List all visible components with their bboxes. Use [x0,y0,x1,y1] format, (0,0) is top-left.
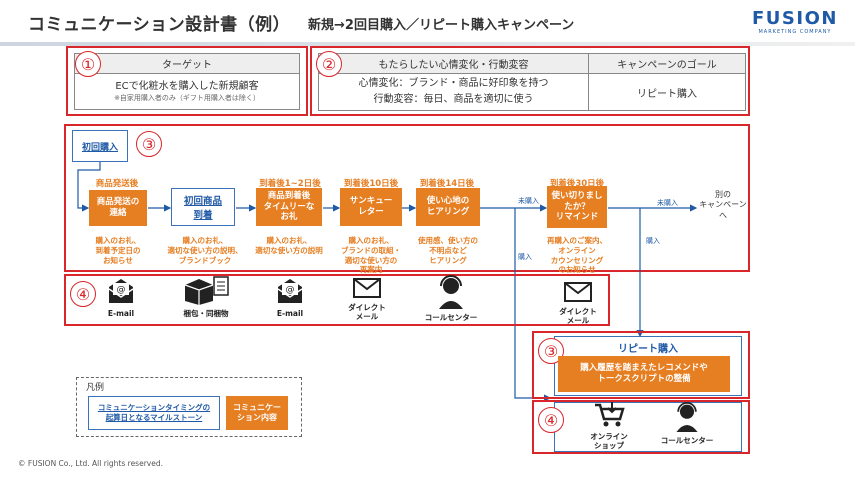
step-6-note: 再購入のご案内、 オンライン カウンセリング のお知らせ [547,236,607,275]
number-badge-2: ② [316,51,342,77]
footer-copyright: © FUSION Co., Ltd. All rights reserved. [18,459,163,468]
repeat-channel-shop: オンライン ショップ [584,402,634,450]
step-2-milestone: 初回商品 到着 [171,188,235,226]
channel-email-1: @ E-mail [103,277,139,318]
legend [76,377,302,437]
repeat-title: リピート購入 [618,344,678,355]
step-1-label: 商品発送後 [95,179,139,189]
number-badge-3b: ③ [538,338,564,364]
legend-content: コミュニケー ション内容 [226,396,288,430]
step-6-box: 使い切りまし たか？ リマインド [547,186,607,228]
page-subtitle: 新規→2回目購入／リピート購入キャンペーン [308,18,575,33]
goal-value: リピート購入 [588,73,746,111]
legend-milestone: コミュニケーションタイミングの 起算日となるマイルストーン [88,396,220,430]
repeat-content-box: 購入履歴を踏まえたレコメンドや トークスクリプトの整備 [558,356,730,392]
cart-icon [595,402,625,427]
purchased-label-1: 購入 [518,253,532,261]
target-header: ターゲット [74,53,300,74]
step-5-label: 到着後14日後 [419,179,475,189]
channel-package-label: 梱包・同梱物 [183,309,229,318]
channel-email-2: @ E-mail [272,277,308,318]
first-purchase-milestone: 初回購入 [72,130,128,162]
call-center-icon [439,275,463,309]
channel-dm-2-label: ダイレクト メール [559,307,597,325]
page-title: コミュニケーション設計書（例） [28,15,291,35]
not-purchased-label-1: 未購入 [518,197,539,205]
step-4-note: 購入のお礼、 ブランドの取組・ 適切な使い方の 再案内 [341,236,401,275]
repeat-channel-call: コールセンター [652,402,722,445]
not-purchased-label-2: 未購入 [657,199,678,207]
change-header: もたらしたい心情変化・行動変容 [318,53,589,74]
number-badge-3: ③ [136,131,162,157]
step-5-box: 使い心地の ヒアリング [416,188,480,226]
step-6-label: 到着後30日後 [549,179,605,189]
logo-text: FUSION [752,8,838,29]
channel-email-2-label: E-mail [276,309,304,318]
logo-subtext: MARKETING COMPANY [758,29,832,35]
change-section: もたらしたい心情変化・行動変容 キャンペーンのゴール 心情変化：ブランド・商品に… [310,46,750,116]
step-3-label: 到着後1~2日後 [259,179,321,189]
step-4-box: サンキュー レター [340,188,402,226]
package-icon [184,276,229,305]
channel-dm-1: ダイレクト メール [345,277,389,321]
target-line1: ECで化粧水を購入した新規顧客 [115,80,259,92]
number-badge-4b: ④ [538,407,564,433]
repeat-channel-shop-label: オンライン ショップ [590,432,628,450]
channel-section [64,274,610,326]
mail-icon [564,282,592,302]
repeat-channel-section [532,400,750,454]
repeat-channel-call-label: コールセンター [660,436,714,445]
company-logo: FUSION MARKETING COMPANY [752,8,838,35]
header-divider [0,42,855,46]
other-campaign-label: 別の キャンペーンへ [699,190,747,220]
step-2-note: 購入のお礼、 適切な使い方の説明、 ブランドブック [167,236,243,265]
mail-icon [353,278,381,298]
channel-call-center-label: コールセンター [424,313,478,322]
email-icon: @ [277,279,303,303]
email-icon: @ [108,279,134,303]
purchased-label-2: 購入 [646,237,660,245]
channel-dm-1-label: ダイレクト メール [348,303,386,321]
number-badge-1: ① [75,51,101,77]
repeat-box [554,336,742,396]
channel-email-1-label: E-mail [107,309,135,318]
svg-text:@: @ [117,285,126,295]
svg-text:@: @ [286,285,295,295]
step-4-label: 到着後10日後 [343,179,399,189]
step-1-box: 商品発送の 連絡 [89,190,147,226]
channel-package: 梱包・同梱物 [178,275,234,318]
step-3-box: 商品到着後 タイムリーな お礼 [256,188,322,226]
channel-call-center: コールセンター [416,275,486,322]
step-1-note: 購入のお礼、 到着予定日の お知らせ [95,236,141,265]
legend-title: 凡例 [86,383,105,393]
flow-section [64,124,750,272]
target-section: ターゲット ECで化粧水を購入した新規顧客 ※自家用購入者のみ（ギフト用購入者は… [66,46,308,116]
goal-header: キャンペーンのゴール [588,53,746,74]
number-badge-4: ④ [70,281,96,307]
step-5-note: 使用感、使い方の 不明点など ヒアリング [418,236,478,265]
repeat-section [532,331,750,399]
target-line2: ※自家用購入者のみ（ギフト用購入者は除く） [114,93,260,102]
step-3-note: 購入のお礼、 適切な使い方の説明 [255,236,323,255]
change-line1: 心情変化：ブランド・商品に好印象を持つ [358,78,549,89]
call-center-icon [676,402,698,432]
channel-dm-2: ダイレクト メール [556,281,600,325]
change-line2: 行動変容：毎日、商品を適切に使う [373,94,534,105]
